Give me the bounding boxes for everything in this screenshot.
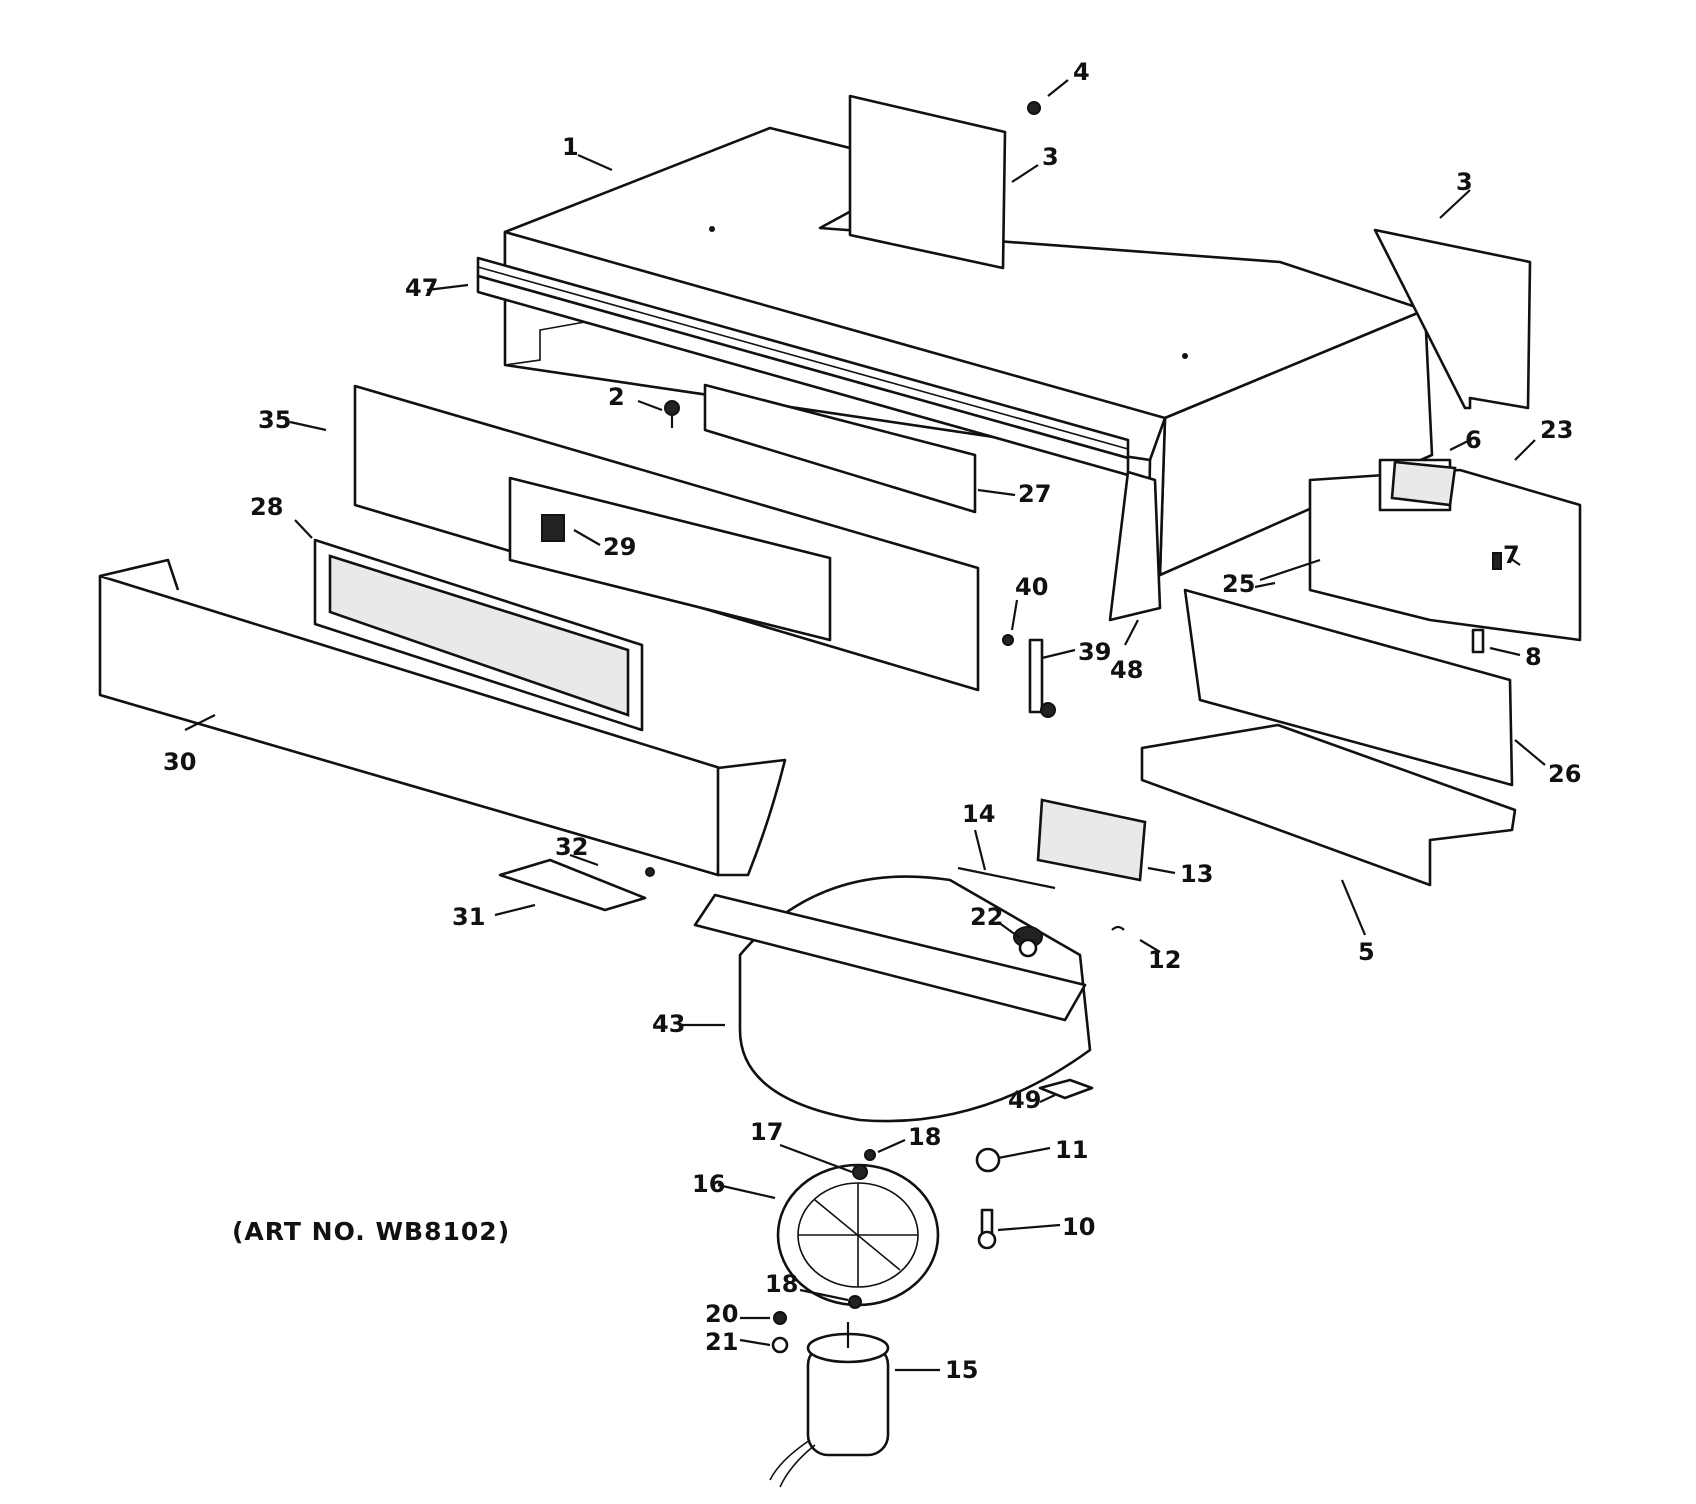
part-31-clip-bar	[498, 858, 647, 912]
callout-27: 27	[1018, 480, 1051, 508]
callout-6: 6	[1465, 426, 1482, 454]
part-3-plate-right	[1373, 228, 1532, 410]
part-22-screw	[1018, 938, 1038, 958]
part-43-blower-housing	[693, 875, 1092, 1123]
part-25-wire	[1259, 558, 1321, 582]
part-17-hub	[852, 1164, 868, 1180]
part-49-bracket	[1038, 1078, 1094, 1100]
part-4-screw	[1027, 101, 1041, 115]
callout-3-upper: 3	[1042, 143, 1059, 171]
callout-40: 40	[1015, 573, 1048, 601]
callout-25: 25	[1222, 570, 1255, 598]
callout-39: 39	[1078, 638, 1111, 666]
part-19-screw	[864, 1149, 876, 1161]
callout-26: 26	[1548, 760, 1581, 788]
part-16-blower-wheel	[776, 1163, 940, 1307]
callout-48: 48	[1110, 656, 1143, 684]
part-15-motor	[769, 1322, 890, 1488]
leader-lines	[184, 79, 1546, 1372]
part-28-filter	[313, 538, 644, 732]
part-29-control-panel	[508, 476, 832, 642]
part-6-damper	[1390, 460, 1457, 507]
callout-22: 22	[970, 903, 1003, 931]
callout-labels: 1 2 3 3 4 5 6 7 8 10 11 12 13 14 15 16 1…	[163, 58, 1581, 1384]
callout-14: 14	[962, 800, 995, 828]
callout-43: 43	[652, 1010, 685, 1038]
part-20-washer	[773, 1311, 787, 1325]
part-30-front-trim	[98, 558, 787, 877]
callout-21: 21	[705, 1328, 738, 1356]
callout-49: 49	[1008, 1086, 1041, 1114]
part-11-grommet	[975, 1147, 1001, 1173]
part-5-lower-bracket	[1140, 723, 1517, 887]
art-number-caption: (ART NO. WB8102)	[232, 1217, 510, 1246]
callout-35: 35	[258, 406, 291, 434]
part-40-screw	[1002, 634, 1014, 646]
part-14-lamp	[957, 866, 1056, 890]
callout-47: 47	[405, 274, 438, 302]
callout-18-upper: 18	[908, 1123, 941, 1151]
callout-7: 7	[1503, 541, 1520, 569]
part-18-nut-lower	[848, 1295, 862, 1309]
callout-4: 4	[1073, 58, 1090, 86]
callout-17: 17	[750, 1118, 783, 1146]
callout-13: 13	[1180, 860, 1213, 888]
callout-31: 31	[452, 903, 485, 931]
part-48-side-bracket	[1108, 470, 1162, 622]
part-7-clip	[1492, 552, 1502, 570]
callout-32: 32	[555, 833, 588, 861]
callout-28: 28	[250, 493, 283, 521]
part-32-screw	[645, 867, 655, 877]
callout-18-lower: 18	[765, 1270, 798, 1298]
part-21-washer	[771, 1336, 789, 1354]
part-8-pin	[1471, 628, 1485, 654]
part-2-screw	[664, 400, 680, 428]
callout-15: 15	[945, 1356, 978, 1384]
part-13-lens	[1036, 798, 1147, 882]
callout-5: 5	[1358, 938, 1375, 966]
part-12-spring	[1111, 925, 1125, 931]
part-3-plate-upper	[848, 94, 1007, 270]
callout-8: 8	[1525, 643, 1542, 671]
callout-16: 16	[692, 1170, 725, 1198]
part-39-latch	[1028, 638, 1056, 718]
callout-10: 10	[1062, 1213, 1095, 1241]
callout-1: 1	[562, 133, 579, 161]
callout-29: 29	[603, 533, 636, 561]
part-47-trim-rail	[476, 256, 1130, 477]
callout-11: 11	[1055, 1136, 1088, 1164]
part-10-stud	[977, 1208, 997, 1250]
callout-12: 12	[1148, 946, 1181, 974]
part-27-channel	[703, 383, 977, 514]
callout-2: 2	[608, 383, 625, 411]
callout-23: 23	[1540, 416, 1573, 444]
callout-3-right: 3	[1456, 168, 1473, 196]
part-29-switch	[541, 514, 565, 542]
part-26-mounting-plate	[1183, 588, 1514, 787]
callout-20: 20	[705, 1300, 738, 1328]
callout-30: 30	[163, 748, 196, 776]
